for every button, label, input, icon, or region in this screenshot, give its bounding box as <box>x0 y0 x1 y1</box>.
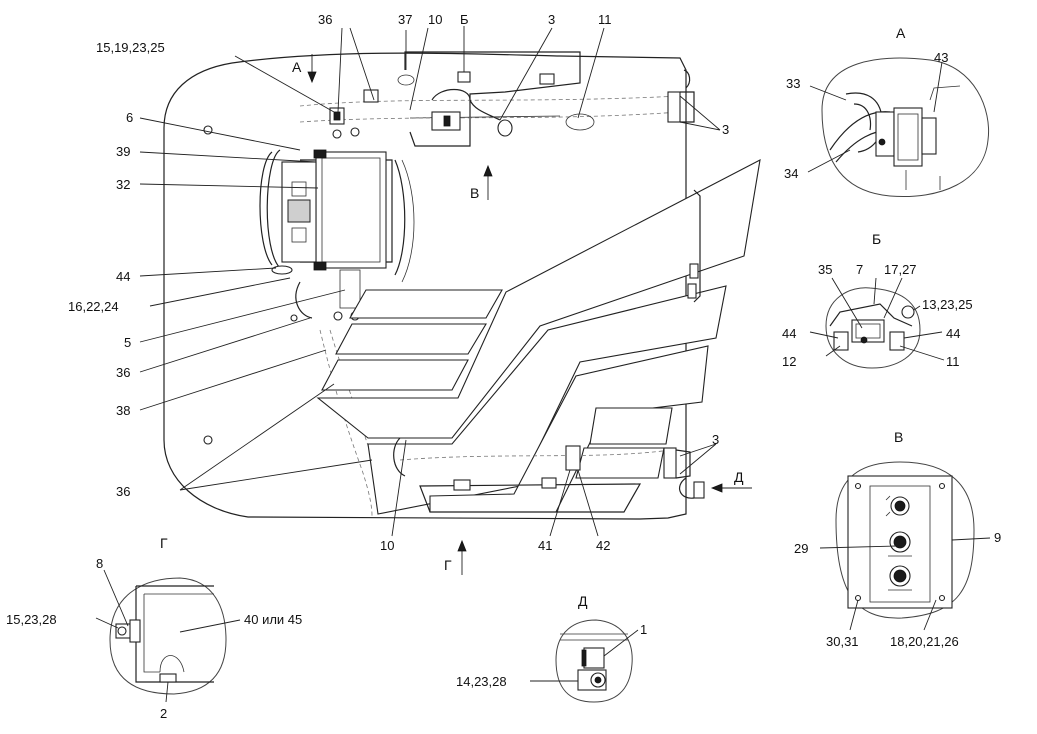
view-d: Д 1 14,23,28 <box>456 593 647 703</box>
label-38: 38 <box>116 403 130 418</box>
view-b-label-13-23-25: 13,23,25 <box>922 297 973 312</box>
label-a-arrow: А <box>292 59 302 75</box>
view-g-label-8: 8 <box>96 556 103 571</box>
view-g-title: Г <box>160 535 168 551</box>
label-5: 5 <box>124 335 131 350</box>
label-36-bottom: 36 <box>116 484 130 499</box>
view-v-label-18-20-21-26: 18,20,21,26 <box>890 634 959 649</box>
view-v-title: В <box>894 429 903 445</box>
label-15-19-23-25: 15,19,23,25 <box>96 40 165 55</box>
view-v-label-9: 9 <box>994 530 1001 545</box>
label-42: 42 <box>596 538 610 553</box>
view-g-label-15-23-28: 15,23,28 <box>6 612 57 627</box>
label-41: 41 <box>538 538 552 553</box>
view-a-label-34: 34 <box>784 166 798 181</box>
view-b: Б 35 7 17,27 13,23,25 44 44 12 11 <box>782 231 973 369</box>
label-10-bottom: 10 <box>380 538 394 553</box>
label-44-left: 44 <box>116 269 130 284</box>
view-g: Г 8 15,23,28 40 или 45 2 <box>6 535 302 721</box>
view-b-label-7: 7 <box>856 262 863 277</box>
label-36-top: 36 <box>318 12 332 27</box>
view-d-title: Д <box>578 593 588 609</box>
label-10-top: 10 <box>428 12 442 27</box>
label-3-top: 3 <box>548 12 555 27</box>
label-3-right-lower: 3 <box>712 432 719 447</box>
trim-stripe-3 <box>321 359 469 391</box>
view-a-label-33: 33 <box>786 76 800 91</box>
label-39: 39 <box>116 144 130 159</box>
label-37: 37 <box>398 12 412 27</box>
label-6: 6 <box>126 110 133 125</box>
label-3-right: 3 <box>722 122 729 137</box>
label-v-arrow: В <box>470 185 479 201</box>
chevron-upper <box>316 159 761 439</box>
view-g-label-2: 2 <box>160 706 167 721</box>
label-11-top: 11 <box>598 12 612 27</box>
view-g-label-40-45: 40 или 45 <box>244 612 302 627</box>
view-v-label-29: 29 <box>794 541 808 556</box>
view-b-label-35: 35 <box>818 262 832 277</box>
view-a-title: А <box>896 25 906 41</box>
label-16-22-24: 16,22,24 <box>68 299 119 314</box>
main-view: 36 37 10 Б 3 11 15,19,23,25 А 6 39 32 В … <box>68 12 761 575</box>
view-b-title: Б <box>872 231 881 247</box>
view-b-label-11: 11 <box>946 354 960 369</box>
view-b-label-44-left: 44 <box>782 326 796 341</box>
view-v-label-30-31: 30,31 <box>826 634 859 649</box>
label-b-top: Б <box>460 12 469 27</box>
view-v: В 29 9 30,31 18,20,21,26 <box>794 429 1001 649</box>
label-32: 32 <box>116 177 130 192</box>
label-36-mid: 36 <box>116 365 130 380</box>
view-d-label-14-23-28: 14,23,28 <box>456 674 507 689</box>
view-d-label-1: 1 <box>640 622 647 637</box>
label-d-arrow: Д <box>734 469 744 485</box>
view-b-label-44-right: 44 <box>946 326 960 341</box>
label-g-arrow: Г <box>444 557 452 573</box>
trim-stripe-1 <box>349 289 503 319</box>
view-b-label-17-27: 17,27 <box>884 262 917 277</box>
panel-outline <box>163 52 687 520</box>
heater-unit <box>315 151 387 269</box>
top-bracket <box>404 51 581 147</box>
view-a: А 33 43 34 <box>784 25 990 198</box>
trim-stripe-2 <box>335 323 487 355</box>
view-b-label-12: 12 <box>782 354 796 369</box>
view-a-label-43: 43 <box>934 50 948 65</box>
